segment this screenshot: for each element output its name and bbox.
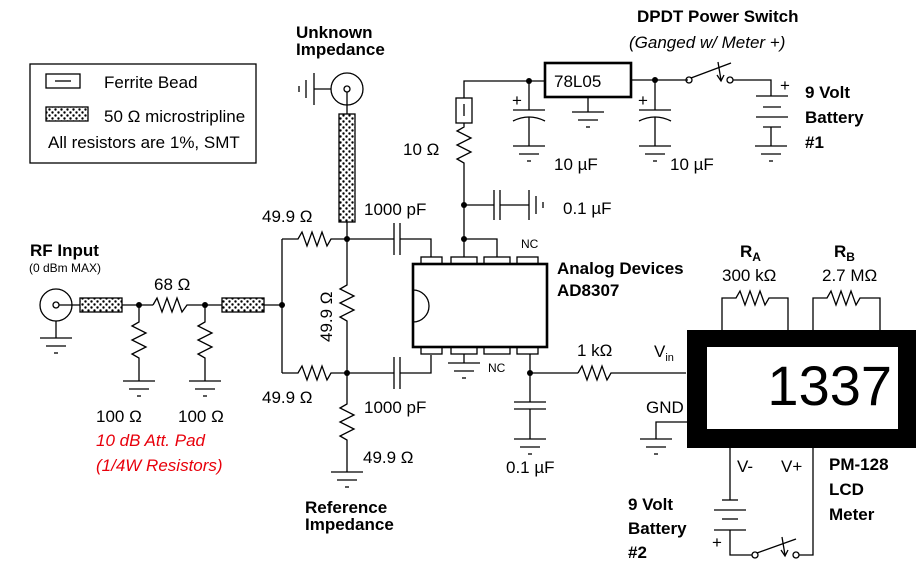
resistor-bridge-bottom bbox=[282, 364, 347, 382]
resistor-rb bbox=[812, 289, 881, 330]
c-decouple-label: 0.1 µF bbox=[563, 199, 612, 218]
resistor-10 bbox=[455, 123, 473, 170]
battery1-title-3: #1 bbox=[805, 133, 824, 152]
power-switch-1[interactable] bbox=[685, 61, 734, 84]
att-pad-label: 10 dB Att. Pad bbox=[96, 431, 206, 450]
ground-icon bbox=[572, 111, 604, 128]
ground-icon bbox=[189, 380, 221, 397]
ferrite-bead-icon bbox=[45, 73, 81, 89]
ground-icon bbox=[639, 145, 671, 162]
ground-icon bbox=[331, 471, 363, 488]
nc-bottom-label: NC bbox=[488, 361, 506, 375]
reference-impedance-title-1: Reference bbox=[305, 498, 387, 517]
c-bottom-label: 1000 pF bbox=[364, 398, 426, 417]
ground-icon bbox=[448, 362, 480, 379]
battery2-title-3: #2 bbox=[628, 543, 647, 562]
r-10-label: 10 Ω bbox=[403, 140, 439, 159]
ground-icon bbox=[514, 438, 546, 455]
r-1k-label: 1 kΩ bbox=[577, 341, 612, 360]
battery2-title-1: 9 Volt bbox=[628, 495, 673, 514]
plus-sign: + bbox=[712, 533, 722, 552]
unknown-impedance-connector bbox=[298, 72, 364, 114]
plus-sign: + bbox=[512, 91, 522, 110]
meter-title-3: Meter bbox=[829, 505, 875, 524]
r-100-2-label: 100 Ω bbox=[178, 407, 224, 426]
battery2-title-2: Battery bbox=[628, 519, 687, 538]
microstrip-out bbox=[221, 297, 265, 313]
rb-name: RB bbox=[834, 242, 855, 264]
resistor-100-2 bbox=[196, 305, 214, 381]
rf-input-note: (0 dBm MAX) bbox=[29, 261, 101, 275]
meter-display: 1337 bbox=[767, 354, 892, 417]
power-switch-note: (Ganged w/ Meter +) bbox=[629, 33, 785, 52]
legend-box: Ferrite Bead 50 Ω microstripline All res… bbox=[29, 63, 257, 164]
vplus-label: V+ bbox=[781, 457, 802, 476]
power-switch-2[interactable] bbox=[751, 536, 800, 559]
legend-ferrite-label: Ferrite Bead bbox=[104, 73, 198, 92]
r-ref-label: 49.9 Ω bbox=[363, 448, 414, 467]
c-reg-in-label: 10 µF bbox=[554, 155, 598, 174]
power-switch-title: DPDT Power Switch bbox=[637, 7, 799, 26]
r-bridge-mid-label: 49.9 Ω bbox=[317, 291, 336, 342]
ra-value: 300 kΩ bbox=[722, 266, 776, 285]
ic-title-2: AD8307 bbox=[557, 281, 619, 300]
battery1-title-2: Battery bbox=[805, 108, 864, 127]
resistor-ra bbox=[721, 289, 789, 330]
r-bridge-top-label: 49.9 Ω bbox=[262, 207, 313, 226]
vminus-label: V- bbox=[737, 457, 753, 476]
r-bridge-bottom-label: 49.9 Ω bbox=[262, 388, 313, 407]
att-pad-note: (1/4W Resistors) bbox=[96, 456, 223, 475]
nc-top-label: NC bbox=[521, 237, 539, 251]
ground-icon bbox=[528, 190, 544, 220]
battery1-title-1: 9 Volt bbox=[805, 83, 850, 102]
legend-note: All resistors are 1%, SMT bbox=[48, 133, 240, 152]
ground-icon bbox=[123, 380, 155, 397]
battery-1 bbox=[756, 95, 788, 146]
resistor-68 bbox=[152, 296, 205, 314]
resistor-ref bbox=[338, 373, 356, 472]
ra-name: RA bbox=[740, 242, 761, 264]
ground-icon bbox=[40, 337, 72, 354]
legend-microstrip-label: 50 Ω microstripline bbox=[104, 107, 245, 126]
meter-title-2: LCD bbox=[829, 480, 864, 499]
resistor-1k bbox=[577, 364, 686, 382]
reference-impedance-title-2: Impedance bbox=[305, 515, 394, 534]
ground-icon bbox=[640, 438, 672, 455]
regulator-label: 78L05 bbox=[554, 72, 601, 91]
rb-value: 2.7 MΩ bbox=[822, 266, 877, 285]
resistor-bridge-mid bbox=[338, 239, 356, 373]
microstrip-icon bbox=[45, 106, 89, 122]
microstrip-in bbox=[79, 297, 123, 313]
rf-input-connector bbox=[39, 288, 73, 338]
lcd-meter bbox=[687, 330, 916, 448]
resistor-bridge-top bbox=[282, 230, 347, 248]
r-100-1-label: 100 Ω bbox=[96, 407, 142, 426]
c-out-label: 0.1 µF bbox=[506, 458, 555, 477]
ground-icon bbox=[755, 145, 787, 162]
microstrip-unknown bbox=[338, 113, 356, 223]
c-reg-out-label: 10 µF bbox=[670, 155, 714, 174]
r-68-label: 68 Ω bbox=[154, 275, 190, 294]
ic-title-1: Analog Devices bbox=[557, 259, 684, 278]
meter-title-1: PM-128 bbox=[829, 455, 889, 474]
gnd-label: GND bbox=[646, 398, 684, 417]
ground-icon bbox=[513, 145, 545, 162]
unknown-impedance-title-2: Impedance bbox=[296, 40, 385, 59]
resistor-100-1 bbox=[130, 305, 148, 381]
battery-2 bbox=[714, 499, 746, 531]
unknown-impedance-title-1: Unknown bbox=[296, 23, 373, 42]
rf-input-title: RF Input bbox=[30, 241, 99, 260]
plus-sign: + bbox=[638, 91, 648, 110]
plus-sign: + bbox=[780, 76, 790, 95]
ad8307-ic bbox=[411, 256, 549, 355]
vin-label: Vin bbox=[654, 342, 674, 364]
c-top-label: 1000 pF bbox=[364, 200, 426, 219]
